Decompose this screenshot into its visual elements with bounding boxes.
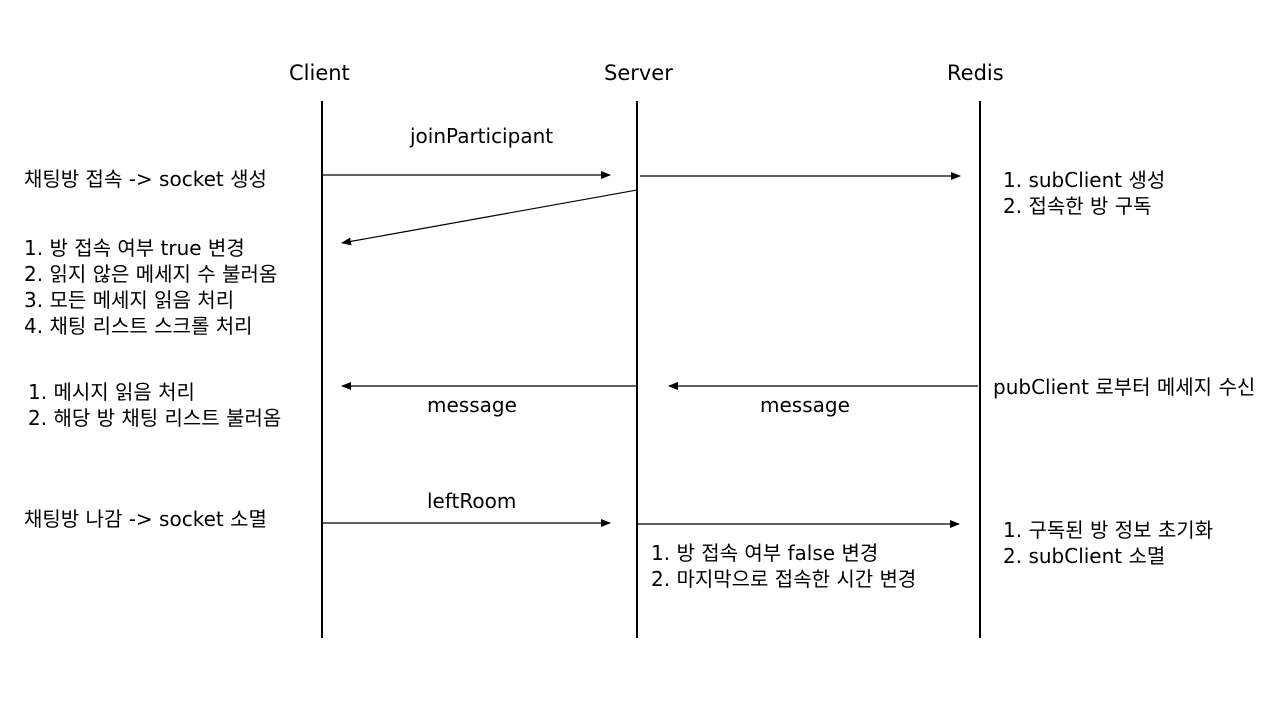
note-line: 1. 방 접속 여부 true 변경 [24,236,245,260]
participant-redis: Redis [947,61,1004,85]
note-line: 2. 마지막으로 접속한 시간 변경 [651,567,917,591]
note-line: 2. 해당 방 채팅 리스트 불러옴 [28,406,282,430]
note-line: 4. 채팅 리스트 스크롤 처리 [24,314,253,338]
join-response-arrow [341,189,638,246]
note-line: 2. subClient 소멸 [1003,544,1166,568]
redis-on-join-notes: 1. subClient 생성 2. 접속한 방 구독 [1003,167,1165,219]
note-line: 1. subClient 생성 [1003,168,1166,192]
note-line: 3. 모든 메세지 읽음 처리 [24,288,235,312]
client-after-join-notes: 1. 방 접속 여부 true 변경 2. 읽지 않은 메세지 수 불러옴 3.… [24,235,277,339]
redis-on-leave-notes: 1. 구독된 방 정보 초기화 2. subClient 소멸 [1003,517,1213,569]
note-line: 1. 방 접속 여부 false 변경 [651,541,879,565]
note-line: 1. 구독된 방 정보 초기화 [1003,518,1214,542]
note-line: 1. 메시지 읽음 처리 [28,380,195,404]
client-enter-note: 채팅방 접속 -> socket 생성 [24,167,267,191]
redis-publish-note: pubClient 로부터 메세지 수신 [993,375,1256,399]
message-label-right: message [760,393,850,417]
participant-client: Client [289,61,350,85]
note-line: 2. 읽지 않은 메세지 수 불러옴 [24,262,278,286]
join-participant-label: joinParticipant [410,124,554,148]
client-on-message-notes: 1. 메시지 읽음 처리 2. 해당 방 채팅 리스트 불러옴 [28,379,281,431]
server-on-leave-notes: 1. 방 접속 여부 false 변경 2. 마지막으로 접속한 시간 변경 [651,540,916,592]
message-label-left: message [427,393,517,417]
note-line: 2. 접속한 방 구독 [1003,194,1152,218]
left-room-label: leftRoom [427,489,517,513]
client-exit-note: 채팅방 나감 -> socket 소멸 [24,507,267,531]
participant-server: Server [604,61,673,85]
